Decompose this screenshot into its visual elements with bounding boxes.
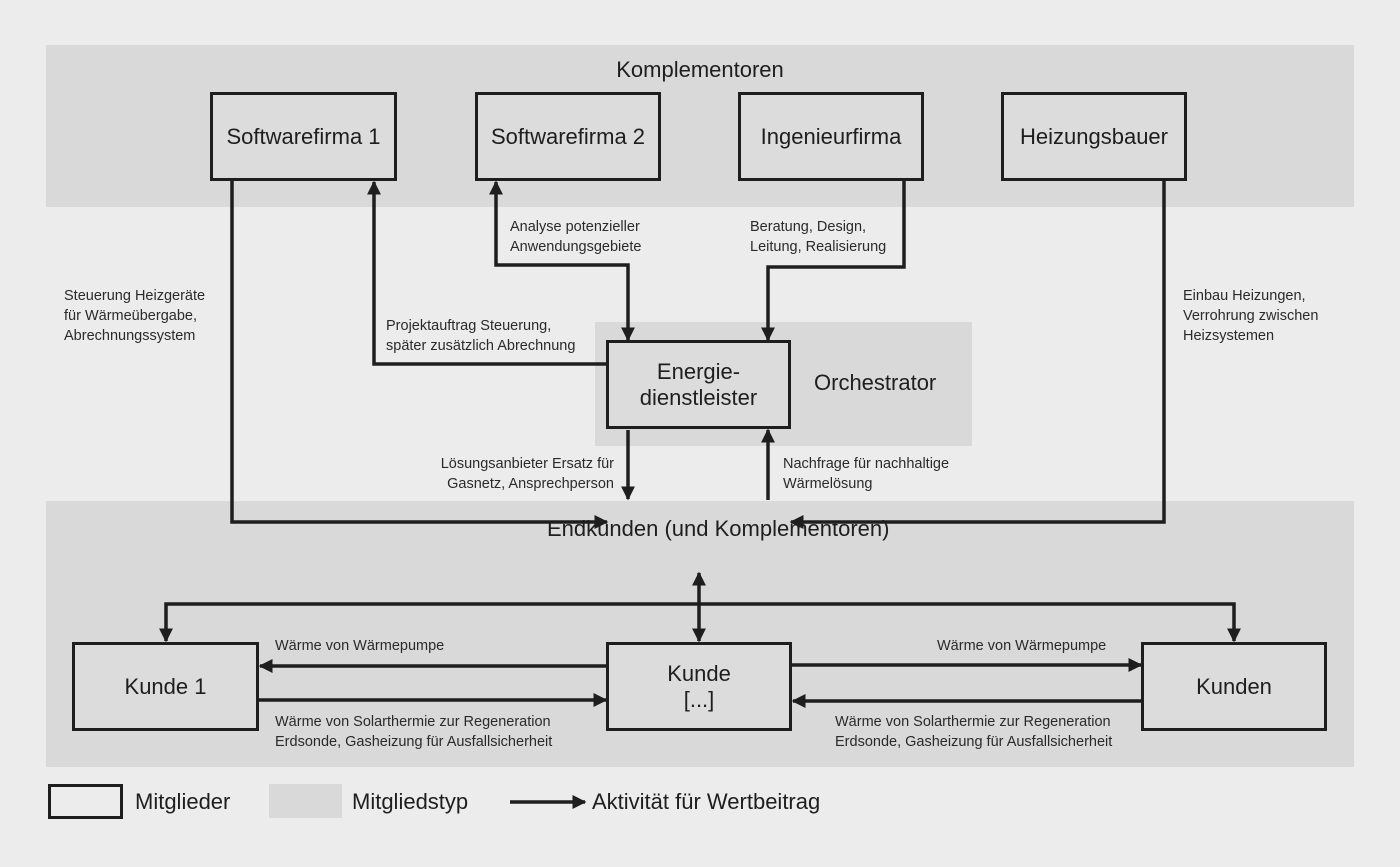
arrow-ingenieurfirma-to-energie — [761, 180, 906, 342]
heizungsbauer-box: Heizungsbauer — [1001, 92, 1187, 181]
ingenieurfirma-label: Ingenieurfirma — [760, 123, 902, 149]
ingenieurfirma-box: Ingenieurfirma — [738, 92, 924, 181]
arrow-bus-to-kunden — [699, 602, 1241, 643]
label-nachfrage: Nachfrage für nachhaltige Wärmelösung — [783, 456, 950, 492]
arrow-bus-to-kunde1 — [159, 602, 699, 643]
softwarefirma2-label: Softwarefirma 2 — [490, 123, 646, 149]
kunde1-box: Kunde 1 — [72, 642, 259, 731]
softwarefirma1-box: Softwarefirma 1 — [210, 92, 397, 181]
label-einbau: Einbau Heizungen, Verrohrung zwischen He… — [1183, 288, 1319, 344]
label-waerme-solar-left: Wärme von Solarthermie zur Regeneration … — [275, 714, 553, 750]
arrow-softwarefirma1-to-endkunden — [230, 180, 609, 529]
label-waerme-solar-right: Wärme von Solarthermie zur Regeneration … — [835, 714, 1113, 750]
endkunden-title: Endkunden (und Komplementoren) — [547, 516, 889, 542]
softwarefirma2-box: Softwarefirma 2 — [475, 92, 661, 181]
arrow-heizungsbauer-to-endkunden — [789, 180, 1166, 529]
label-steuerung: Steuerung Heizgeräte für Wärmeübergabe, … — [64, 288, 206, 344]
softwarefirma1-label: Softwarefirma 1 — [226, 123, 381, 149]
orchestrator-title: Orchestrator — [814, 370, 937, 395]
kunden-box: Kunden — [1141, 642, 1327, 731]
energiedienstleister-label-line2: dienstleister — [639, 384, 758, 410]
energiedienstleister-label-line1: Energie- — [656, 358, 741, 384]
heizungsbauer-label: Heizungsbauer — [1020, 123, 1168, 149]
label-waerme-pumpe-left: Wärme von Wärmepumpe — [275, 638, 445, 654]
label-beratung: Beratung, Design, Leitung, Realisierung — [750, 219, 887, 255]
kunde1-label: Kunde 1 — [124, 673, 207, 699]
komplementoren-title: Komplementoren — [616, 57, 784, 82]
kunde-mid-box: Kunde [...] — [606, 642, 792, 731]
endkunden-title-line1: Endkunden — [547, 516, 659, 541]
legend-mitglieder-label: Mitglieder — [135, 789, 231, 814]
arrow-energie-to-softwarefirma1 — [367, 180, 607, 366]
legend-mitglieder-swatch — [48, 784, 123, 819]
arrow-softwarefirma2-to-energie — [489, 180, 635, 342]
legend-mitgliedstyp-label: Mitgliedstyp — [352, 789, 469, 814]
legend-mitgliedstyp-swatch — [269, 784, 342, 818]
label-analyse: Analyse potenzieller Anwendungsgebiete — [510, 219, 642, 255]
label-waerme-pumpe-right: Wärme von Wärmepumpe — [937, 638, 1107, 654]
legend-arrow-icon — [510, 795, 587, 809]
kunden-label: Kunden — [1196, 673, 1272, 699]
label-projektauftrag: Projektauftrag Steuerung, später zusätzl… — [386, 318, 576, 354]
kunde-mid-label-line1: Kunde — [667, 660, 731, 686]
legend-aktivitaet-label: Aktivität für Wertbeitrag — [592, 789, 821, 814]
energiedienstleister-box: Energie- dienstleister — [606, 340, 791, 429]
kunde-mid-label-line2: [...] — [683, 686, 715, 712]
endkunden-title-line2: (und Komplementoren) — [664, 516, 890, 541]
label-loesungsanbieter: Lösungsanbieter Ersatz für Gasnetz, Ansp… — [440, 456, 614, 492]
